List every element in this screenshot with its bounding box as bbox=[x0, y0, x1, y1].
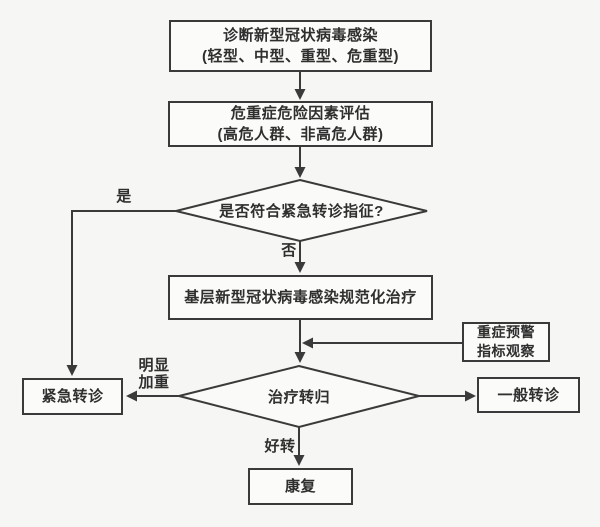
arrowhead-worsening bbox=[126, 390, 137, 402]
decision-outcome-label: 治疗转归 bbox=[267, 389, 330, 406]
edge-label-worsening: 明显 加重 bbox=[130, 357, 178, 391]
node-general-referral: 一般转诊 bbox=[477, 377, 580, 413]
arrowhead-to-assessment bbox=[294, 89, 306, 100]
node-diagnosis: 诊断新型冠状病毒感染 (轻型、中型、重型、危重型) bbox=[169, 20, 432, 72]
node-urgent-referral: 紧急转诊 bbox=[22, 378, 123, 415]
decision-urgent-referral-label: 是否符合紧急转诊指征? bbox=[219, 203, 384, 220]
node-risk-assessment-line1: 危重症危险因素评估 bbox=[230, 105, 371, 122]
node-primary-treatment-label: 基层新型冠状病毒感染规范化治疗 bbox=[184, 289, 417, 306]
edge-label-improved: 好转 bbox=[264, 438, 296, 455]
arrowhead-yes-branch bbox=[66, 365, 78, 376]
arrowhead-no-branch bbox=[294, 262, 306, 273]
node-recovery: 康复 bbox=[248, 468, 353, 505]
node-risk-assessment-line2: (高危人群、非高危人群) bbox=[217, 126, 384, 143]
node-severe-warning-line1: 重症预警 bbox=[477, 324, 535, 340]
node-recovery-label: 康复 bbox=[284, 478, 316, 495]
node-primary-treatment: 基层新型冠状病毒感染规范化治疗 bbox=[168, 275, 433, 320]
arrowhead-to-decision bbox=[294, 167, 306, 178]
arrowhead-general-referral bbox=[465, 390, 476, 402]
node-diagnosis-line1: 诊断新型冠状病毒感染 bbox=[222, 27, 378, 44]
arrowhead-to-outcome bbox=[294, 352, 306, 363]
node-severe-warning-line2: 指标观察 bbox=[477, 343, 535, 359]
arrowhead-improved bbox=[293, 455, 305, 466]
edge-label-worsening-line2: 加重 bbox=[138, 374, 170, 391]
edge-label-worsening-line1: 明显 bbox=[138, 357, 170, 374]
node-diagnosis-line2: (轻型、中型、重型、危重型) bbox=[202, 48, 399, 65]
node-urgent-referral-label: 紧急转诊 bbox=[41, 388, 104, 405]
node-general-referral-label: 一般转诊 bbox=[497, 386, 560, 404]
node-severe-warning: 重症预警 指标观察 bbox=[462, 322, 550, 362]
node-risk-assessment: 危重症危险因素评估 (高危人群、非高危人群) bbox=[168, 101, 433, 147]
edge-label-no: 否 bbox=[281, 242, 297, 259]
arrowhead-warning bbox=[302, 337, 313, 349]
edge-yes-branch bbox=[71, 210, 176, 365]
edge-label-yes: 是 bbox=[116, 188, 132, 205]
